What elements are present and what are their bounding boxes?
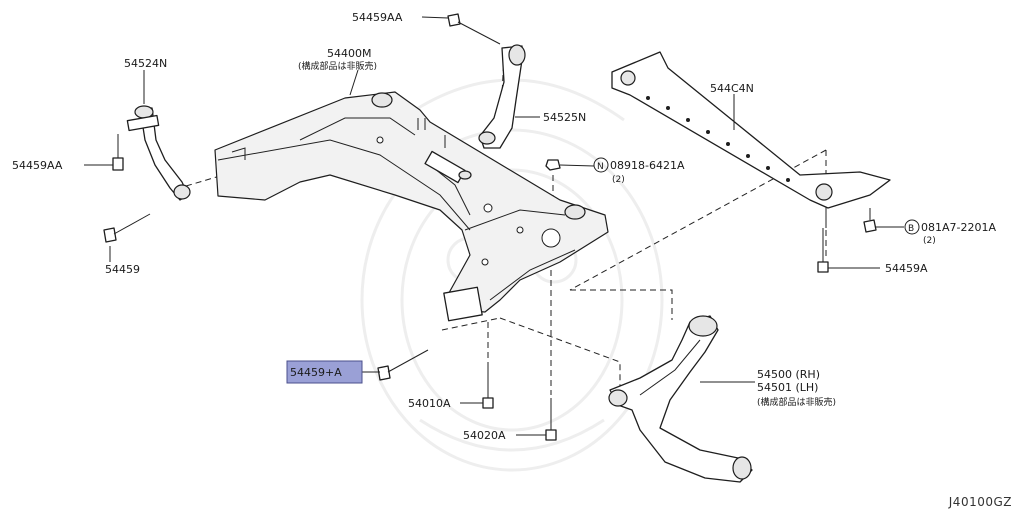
front-suspension-member xyxy=(214,91,609,322)
label-arm-54501[interactable]: 54501 (LH) xyxy=(757,381,818,394)
diagram-id: J40100GZ xyxy=(948,495,1012,509)
bolt-B-callout[interactable]: B 081A7-2201A (2) xyxy=(904,219,996,246)
label-stay-544C4N[interactable]: 544C4N xyxy=(710,82,754,95)
label-member-54400M[interactable]: 54400M xyxy=(327,47,371,60)
bolt-54459A-graphic xyxy=(817,228,829,273)
label-arm-note: (構成部品は非販売) xyxy=(757,396,836,408)
nut-N-graphic xyxy=(545,159,561,171)
label-member-note: (構成部品は非販売) xyxy=(298,60,377,72)
bolt-54010A-graphic xyxy=(482,368,494,409)
nut-N-symbol: N xyxy=(597,162,604,172)
label-link-54524N[interactable]: 54524N xyxy=(124,57,167,70)
stabilizer-link-54524N xyxy=(126,105,191,201)
bolt-54459plusA-graphic xyxy=(377,349,429,381)
label-nut-N-code: 08918-6421A xyxy=(610,159,685,172)
bolt-54459-graphic xyxy=(103,213,151,243)
bolt-B-graphic xyxy=(863,208,877,233)
label-bolt-54459AA-left[interactable]: 54459AA xyxy=(12,159,63,172)
bolt-54020A-graphic xyxy=(545,398,557,441)
highlighted-part-box[interactable] xyxy=(286,360,363,384)
label-bolt-B-code: 081A7-2201A xyxy=(921,221,996,234)
label-arm-54500[interactable]: 54500 (RH) xyxy=(757,368,820,381)
label-bolt-54020A[interactable]: 54020A xyxy=(463,429,506,442)
stabilizer-link-54525N xyxy=(478,44,526,149)
label-bolt-54459A[interactable]: 54459A xyxy=(885,262,928,275)
bolt-54459AA-top-graphic xyxy=(447,13,501,45)
stay-544C4N xyxy=(611,51,891,209)
leader-lines xyxy=(84,16,904,436)
label-bolt-54459plusA[interactable]: 54459+A xyxy=(290,366,342,379)
bolt-54459AA-left-graphic xyxy=(112,134,124,171)
bolt-B-symbol: B xyxy=(908,224,914,234)
stay-holes xyxy=(646,96,790,182)
label-bolt-54459AA-top[interactable]: 54459AA xyxy=(352,11,403,24)
label-link-54525N[interactable]: 54525N xyxy=(543,111,586,124)
label-bolt-54459[interactable]: 54459 xyxy=(105,263,140,276)
nut-N-callout[interactable]: N 08918-6421A (2) xyxy=(593,157,685,185)
label-nut-N-qty: (2) xyxy=(612,175,625,185)
label-bolt-B-qty: (2) xyxy=(923,236,936,246)
transverse-link xyxy=(608,315,753,483)
label-bolt-54010A[interactable]: 54010A xyxy=(408,397,451,410)
